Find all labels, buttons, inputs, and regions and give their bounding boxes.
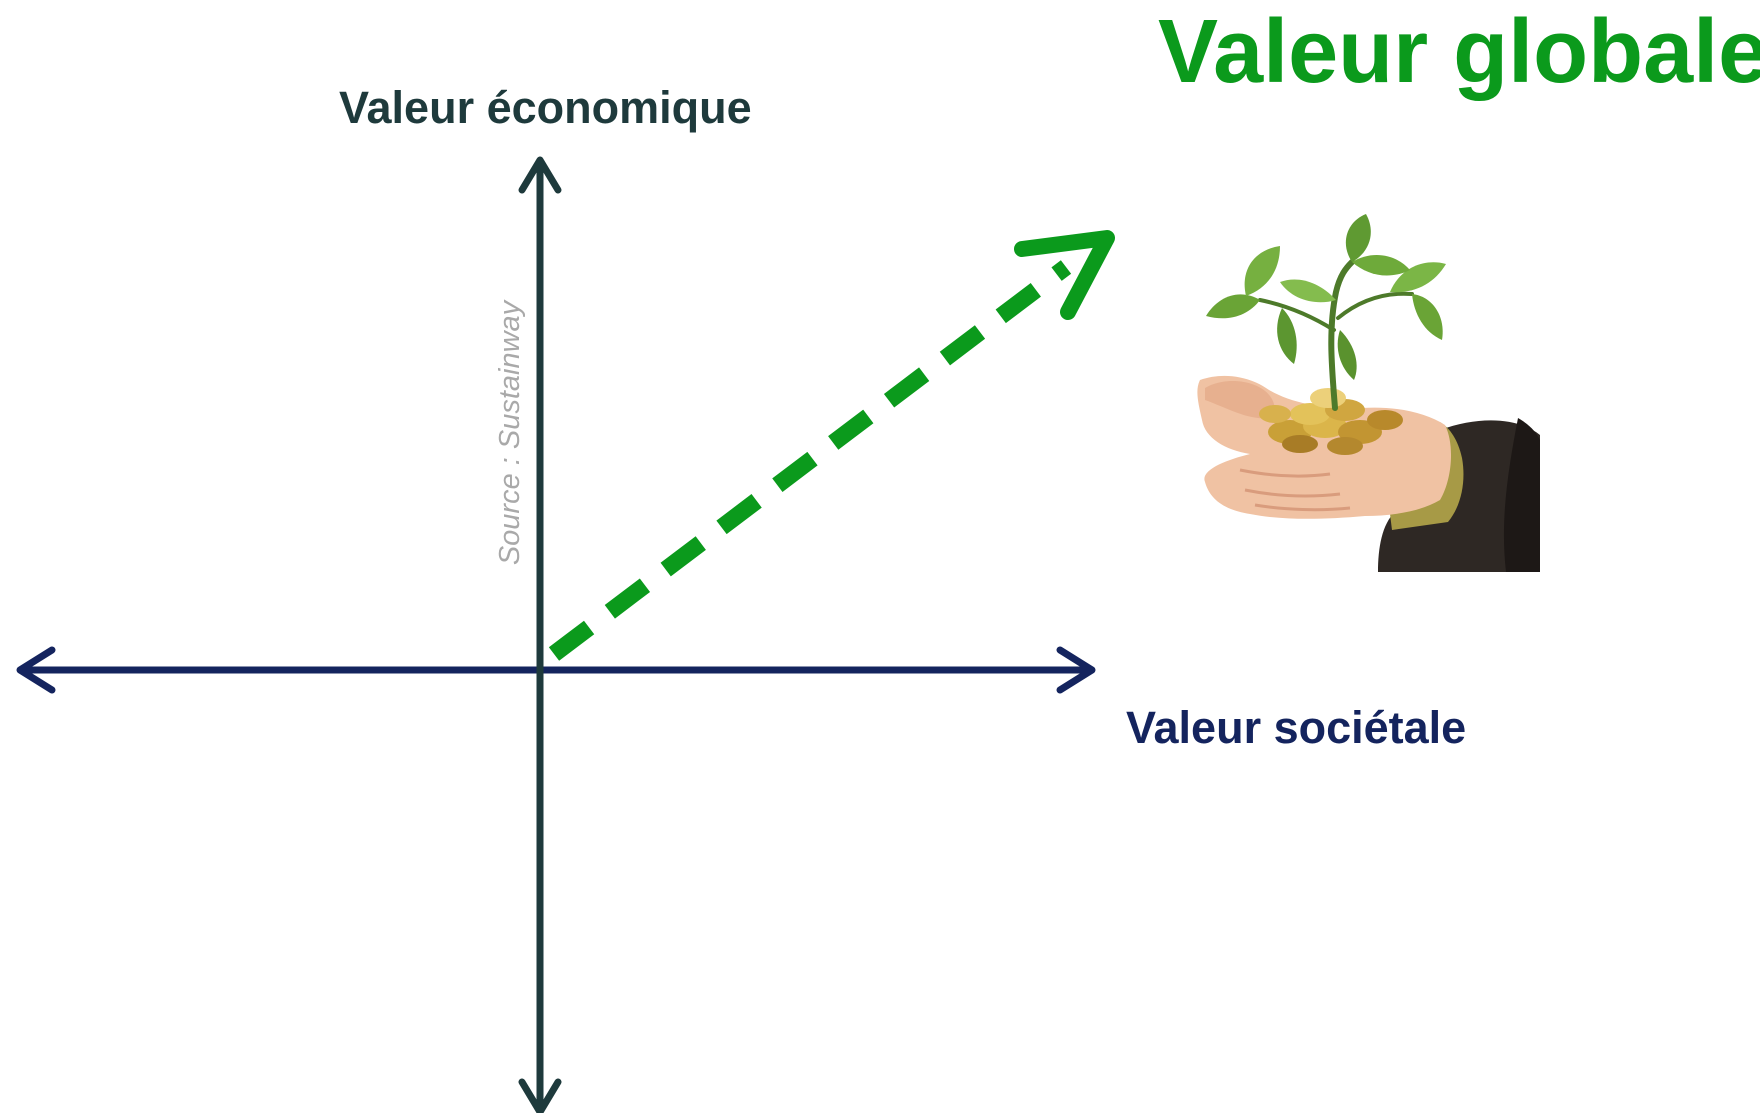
vertical-axis-label: Valeur économique — [339, 82, 752, 133]
growth-arrow — [548, 230, 1115, 661]
horizontal-axis-left-arrowhead — [16, 646, 56, 694]
vertical-axis-top-arrowhead — [518, 156, 562, 194]
vertical-axis-bottom-arrowhead — [518, 1078, 562, 1113]
horizontal-axis-right-arrowhead — [1056, 646, 1096, 694]
vertical-axis — [518, 156, 562, 1113]
horizontal-axis — [16, 646, 1096, 694]
diagram-title: Valeur globale — [1158, 2, 1760, 102]
source-note-text: Source : Sustainway — [494, 300, 526, 566]
growth-arrowhead — [1014, 230, 1115, 320]
hand-with-plant-and-coins-icon — [1197, 214, 1540, 572]
horizontal-axis-label: Valeur sociétale — [1126, 702, 1467, 753]
